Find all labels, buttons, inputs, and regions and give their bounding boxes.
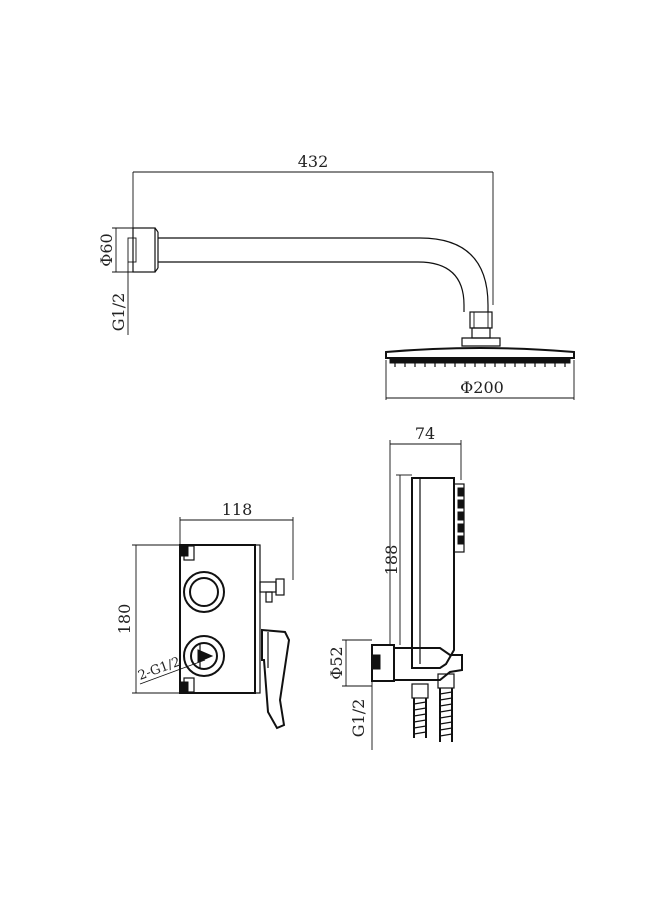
shower-arm-assembly: 432	[97, 152, 575, 400]
arm-thread-label: G1/2	[109, 293, 128, 332]
arm-pipe-top	[158, 237, 489, 312]
holder-bracket	[394, 647, 463, 681]
hand-width-label: 74	[415, 424, 435, 443]
hand-thread-label: G1/2	[349, 699, 368, 738]
outlets-label: 2-G1/2	[136, 655, 182, 684]
head-neck	[461, 337, 501, 347]
valve-width-label: 118	[222, 500, 253, 519]
flange-inner	[127, 237, 137, 263]
hose-nut-left	[411, 683, 429, 699]
shower-head-body	[385, 347, 575, 359]
lever-handle	[261, 628, 291, 730]
flange-diameter-label: Φ60	[97, 233, 116, 266]
valve-assembly: 118 180 2-G1/2	[115, 500, 294, 730]
hose-right	[439, 688, 453, 742]
shower-head-nozzles	[389, 357, 571, 367]
elbow-diameter-label: Φ52	[327, 646, 346, 679]
hand-shower-assembly: 74 188	[327, 424, 465, 750]
lower-port	[183, 635, 225, 677]
hose-left	[413, 698, 427, 738]
wall-flange	[132, 227, 156, 273]
hand-length-label: 188	[382, 545, 401, 576]
upper-port	[183, 571, 225, 613]
valve-height-label: 180	[115, 604, 134, 635]
hand-shower-body	[411, 477, 455, 669]
hose-nut-right	[437, 673, 455, 689]
connector-nut	[469, 311, 493, 329]
arm-length-label: 432	[298, 152, 329, 171]
arm-pipe-bottom	[158, 261, 465, 312]
head-diameter-label: Φ200	[460, 378, 504, 397]
